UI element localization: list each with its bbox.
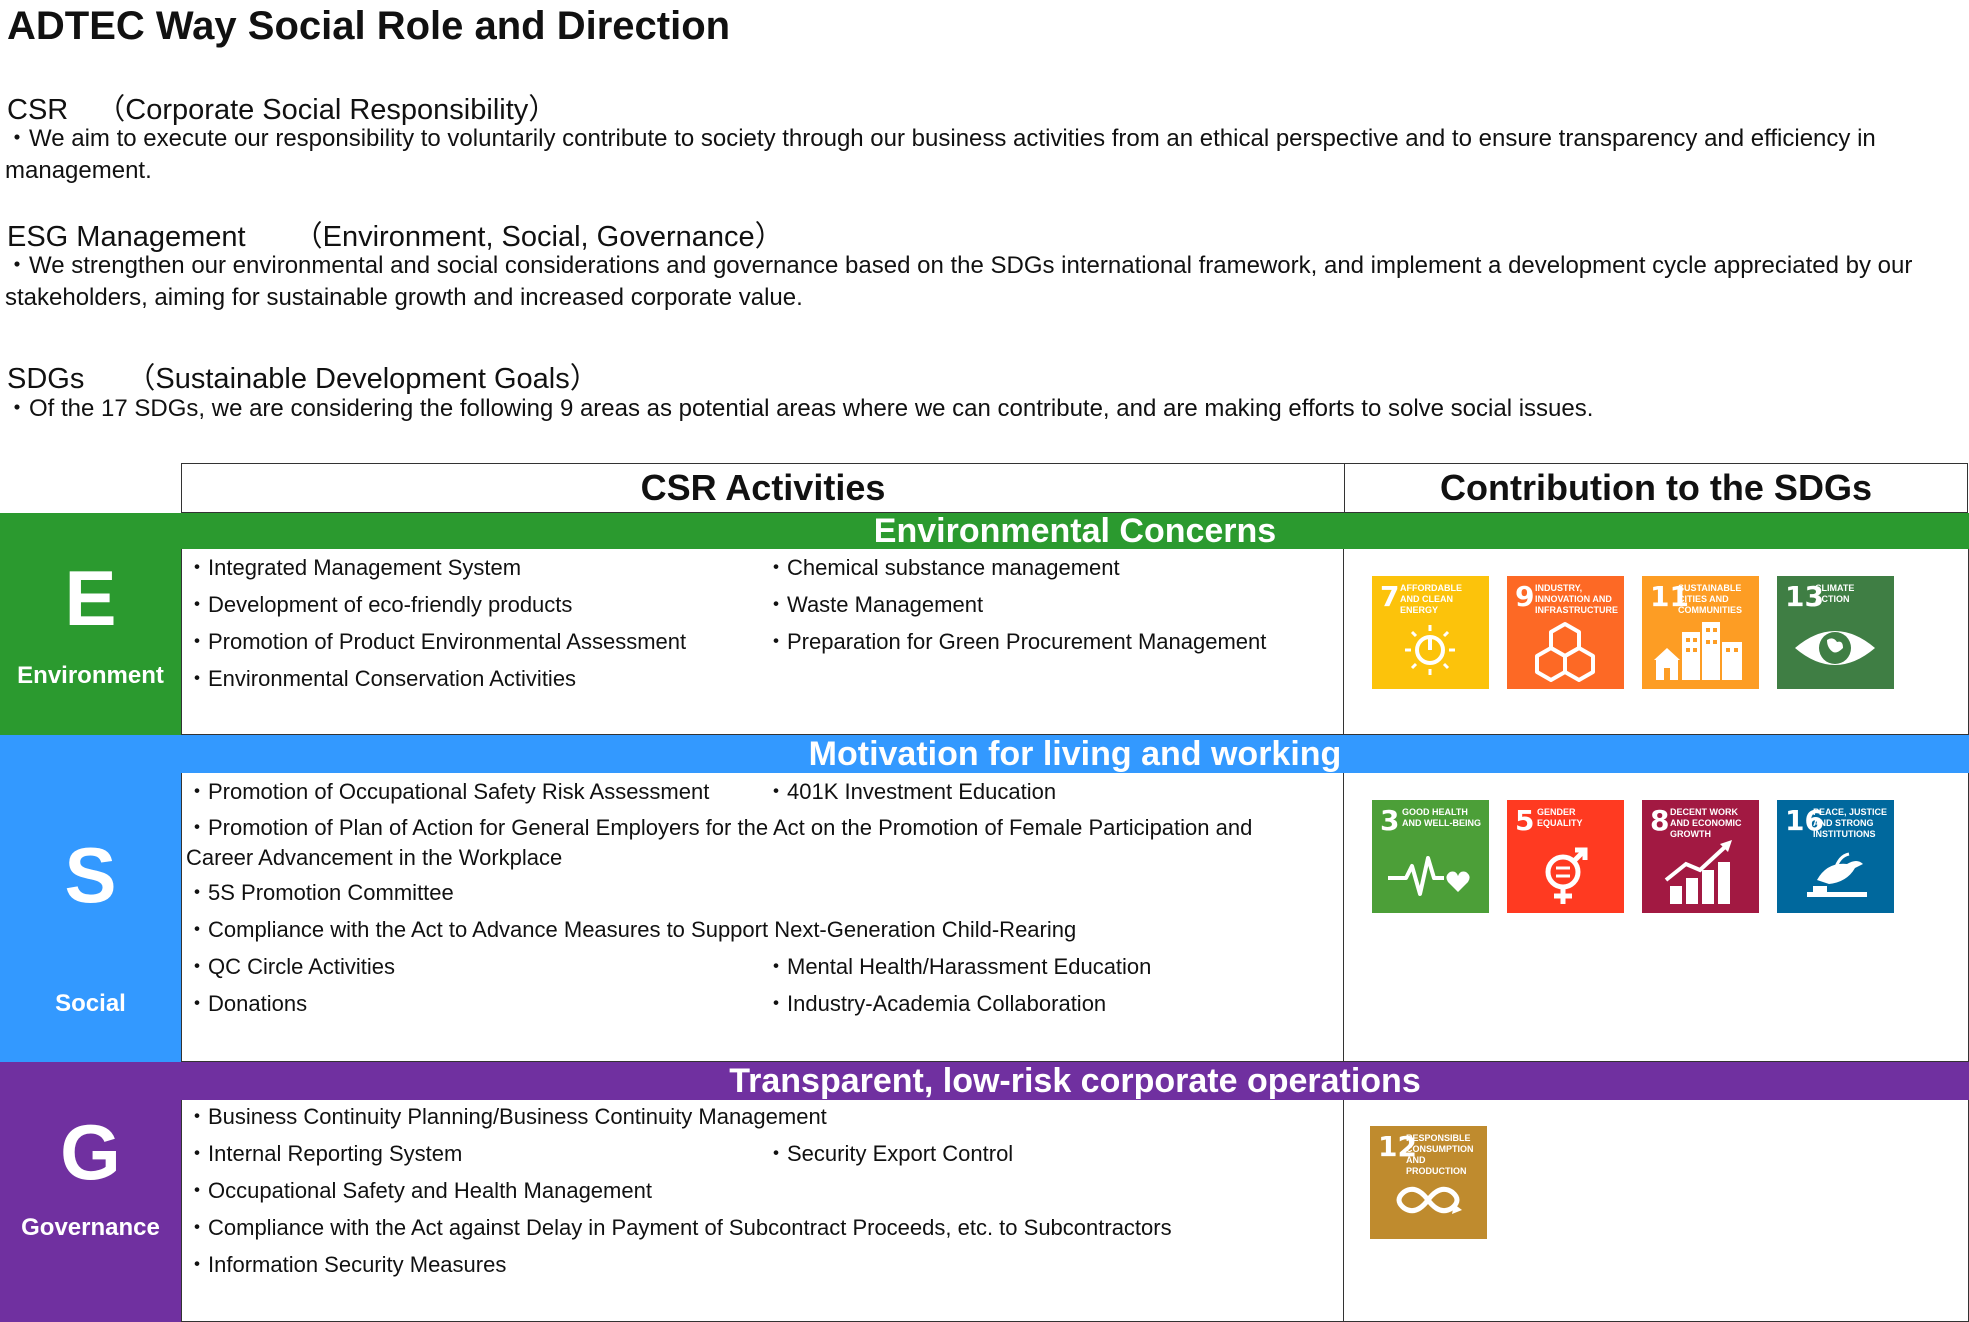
activity-item: ・Internal Reporting System <box>186 1141 463 1166</box>
sun-icon <box>1405 625 1455 675</box>
column-header-sdg-contribution: Contribution to the SDGs <box>1344 463 1968 513</box>
sdg-goal-5-tile: 5 GENDER EQUALITY <box>1507 800 1624 913</box>
sdg-number: 7 <box>1380 580 1400 613</box>
esg-label: ESG Management <box>7 221 246 253</box>
activity-item: ・Mental Health/Harassment Education <box>765 954 1152 979</box>
governance-activities: ・Business Continuity Planning/Business C… <box>181 1100 1344 1322</box>
environment-activities: ・Integrated Management System ・Chemical … <box>181 549 1344 735</box>
activity-item: ・Development of eco-friendly products <box>186 592 573 617</box>
sdg-caption: PEACE, JUSTICE AND STRONG INSTITUTIONS <box>1813 807 1888 839</box>
governance-band-title: Transparent, low-risk corporate operatio… <box>181 1062 1969 1100</box>
governance-sdg-goals: 12 RESPONSIBLE CONSUMPTION AND PRODUCTIO… <box>1344 1100 1969 1322</box>
environment-sdg-goals: 7 AFFORDABLE AND CLEAN ENERGY 9 INDUSTRY… <box>1344 549 1969 735</box>
activity-item: ・Promotion of Product Environmental Asse… <box>186 629 687 654</box>
activity-item: ・Business Continuity Planning/Business C… <box>186 1104 827 1129</box>
activity-item: ・QC Circle Activities <box>186 954 396 979</box>
pillar-name-environment: Environment <box>17 662 164 689</box>
social-band-title: Motivation for living and working <box>181 735 1969 773</box>
esg-heading: ESG Management （Environment, Social, Gov… <box>7 213 784 255</box>
activity-item: ・Waste Management <box>765 592 984 617</box>
sdgs-subtitle: （Sustainable Development Goals） <box>126 363 599 395</box>
infinity-loop-icon <box>1396 1186 1462 1214</box>
esg-subtitle: （Environment, Social, Governance） <box>293 221 784 253</box>
social-pillar: S Social <box>0 735 181 1062</box>
activity-item: ・Compliance with the Act to Advance Meas… <box>186 917 1077 942</box>
activity-item: ・5S Promotion Committee <box>186 880 454 905</box>
sdg-goal-16-tile: 16 PEACE, JUSTICE AND STRONG INSTITUTION… <box>1777 800 1894 913</box>
cubes-icon <box>1535 622 1595 682</box>
social-sdg-goals: 3 GOOD HEALTH AND WELL-BEING 5 GENDER EQ… <box>1344 773 1969 1062</box>
sdg-caption: AFFORDABLE AND CLEAN ENERGY <box>1400 583 1462 615</box>
sdg-caption: DECENT WORK AND ECONOMIC GROWTH <box>1670 807 1742 839</box>
sdg-goal-12-tile: 12 RESPONSIBLE CONSUMPTION AND PRODUCTIO… <box>1370 1126 1487 1239</box>
pillar-letter-g: G <box>60 1108 121 1196</box>
activity-item: ・Compliance with the Act against Delay i… <box>186 1215 1172 1240</box>
sdg-caption: GOOD HEALTH AND WELL-BEING <box>1402 807 1481 828</box>
sdgs-heading: SDGs （Sustainable Development Goals） <box>7 355 599 397</box>
sdg-caption: SUSTAINABLE CITIES AND COMMUNITIES <box>1678 583 1742 615</box>
eye-earth-icon <box>1795 631 1875 665</box>
sdg-goal-11-tile: 11 SUSTAINABLE CITIES AND COMMUNITIES <box>1642 576 1759 689</box>
activity-item: ・Occupational Safety and Health Manageme… <box>186 1178 652 1203</box>
sdg-number: 3 <box>1380 804 1400 837</box>
growth-chart-icon <box>1664 840 1732 904</box>
sdg-caption: RESPONSIBLE CONSUMPTION AND PRODUCTION <box>1406 1133 1474 1176</box>
sdg-caption: GENDER EQUALITY <box>1537 807 1583 828</box>
csr-heading: CSR （Corporate Social Responsibility） <box>7 86 557 128</box>
sdg-goal-8-tile: 8 DECENT WORK AND ECONOMIC GROWTH <box>1642 800 1759 913</box>
pillar-letter-s: S <box>64 831 117 919</box>
csr-label: CSR <box>7 94 69 126</box>
social-activities: ・Promotion of Occupational Safety Risk A… <box>181 773 1344 1062</box>
activity-item: ・Preparation for Green Procurement Manag… <box>765 629 1267 654</box>
activity-item: ・Promotion of Occupational Safety Risk A… <box>186 779 710 804</box>
sdg-caption: CLIMATE ACTION <box>1815 583 1855 604</box>
sdg-number: 13 <box>1785 580 1824 613</box>
sdg-number: 9 <box>1515 580 1535 613</box>
csr-description: ・We aim to execute our responsibility to… <box>5 125 1876 184</box>
heartbeat-icon <box>1388 856 1470 896</box>
activity-item: ・Donations <box>186 991 308 1016</box>
sdg-number: 11 <box>1650 580 1689 613</box>
environment-pillar: E Environment <box>0 513 181 735</box>
page-title: ADTEC Way Social Role and Direction <box>7 4 731 48</box>
sdg-goal-9-tile: 9 INDUSTRY, INNOVATION AND INFRASTRUCTUR… <box>1507 576 1624 689</box>
activity-item: ・Industry-Academia Collaboration <box>765 991 1107 1016</box>
activity-item: ・Chemical substance management <box>765 555 1120 580</box>
sdg-goal-13-tile: 13 CLIMATE ACTION <box>1777 576 1894 689</box>
gender-symbol-icon <box>1545 847 1588 904</box>
sdg-number: 8 <box>1650 804 1670 837</box>
activity-item: ・Security Export Control <box>765 1141 1014 1166</box>
sdg-goal-7-tile: 7 AFFORDABLE AND CLEAN ENERGY <box>1372 576 1489 689</box>
dove-gavel-icon <box>1807 852 1867 897</box>
activity-item: ・Integrated Management System <box>186 555 522 580</box>
environment-band-title: Environmental Concerns <box>181 513 1969 549</box>
sdg-number: 5 <box>1515 804 1535 837</box>
city-buildings-icon <box>1654 622 1742 680</box>
esg-description: ・We strengthen our environmental and soc… <box>5 252 1913 311</box>
sdg-caption: INDUSTRY, INNOVATION AND INFRASTRUCTURE <box>1535 583 1618 615</box>
governance-pillar: G Governance <box>0 1062 181 1322</box>
activity-item: ・401K Investment Education <box>765 779 1057 804</box>
column-header-csr-activities: CSR Activities <box>181 463 1345 513</box>
sdg-number: 12 <box>1378 1130 1417 1163</box>
pillar-name-governance: Governance <box>21 1214 160 1241</box>
pillar-name-social: Social <box>55 990 126 1017</box>
activity-item: ・Information Security Measures <box>186 1252 507 1277</box>
pillar-letter-e: E <box>64 554 117 642</box>
sdg-number: 16 <box>1785 804 1824 837</box>
activity-item: ・Promotion of Plan of Action for General… <box>186 815 1253 870</box>
sdgs-label: SDGs <box>7 363 85 395</box>
activity-item: ・Environmental Conservation Activities <box>186 666 577 691</box>
sdg-goal-3-tile: 3 GOOD HEALTH AND WELL-BEING <box>1372 800 1489 913</box>
sdgs-description: ・Of the 17 SDGs, we are considering the … <box>5 395 1594 422</box>
csr-subtitle: （Corporate Social Responsibility） <box>96 94 558 126</box>
